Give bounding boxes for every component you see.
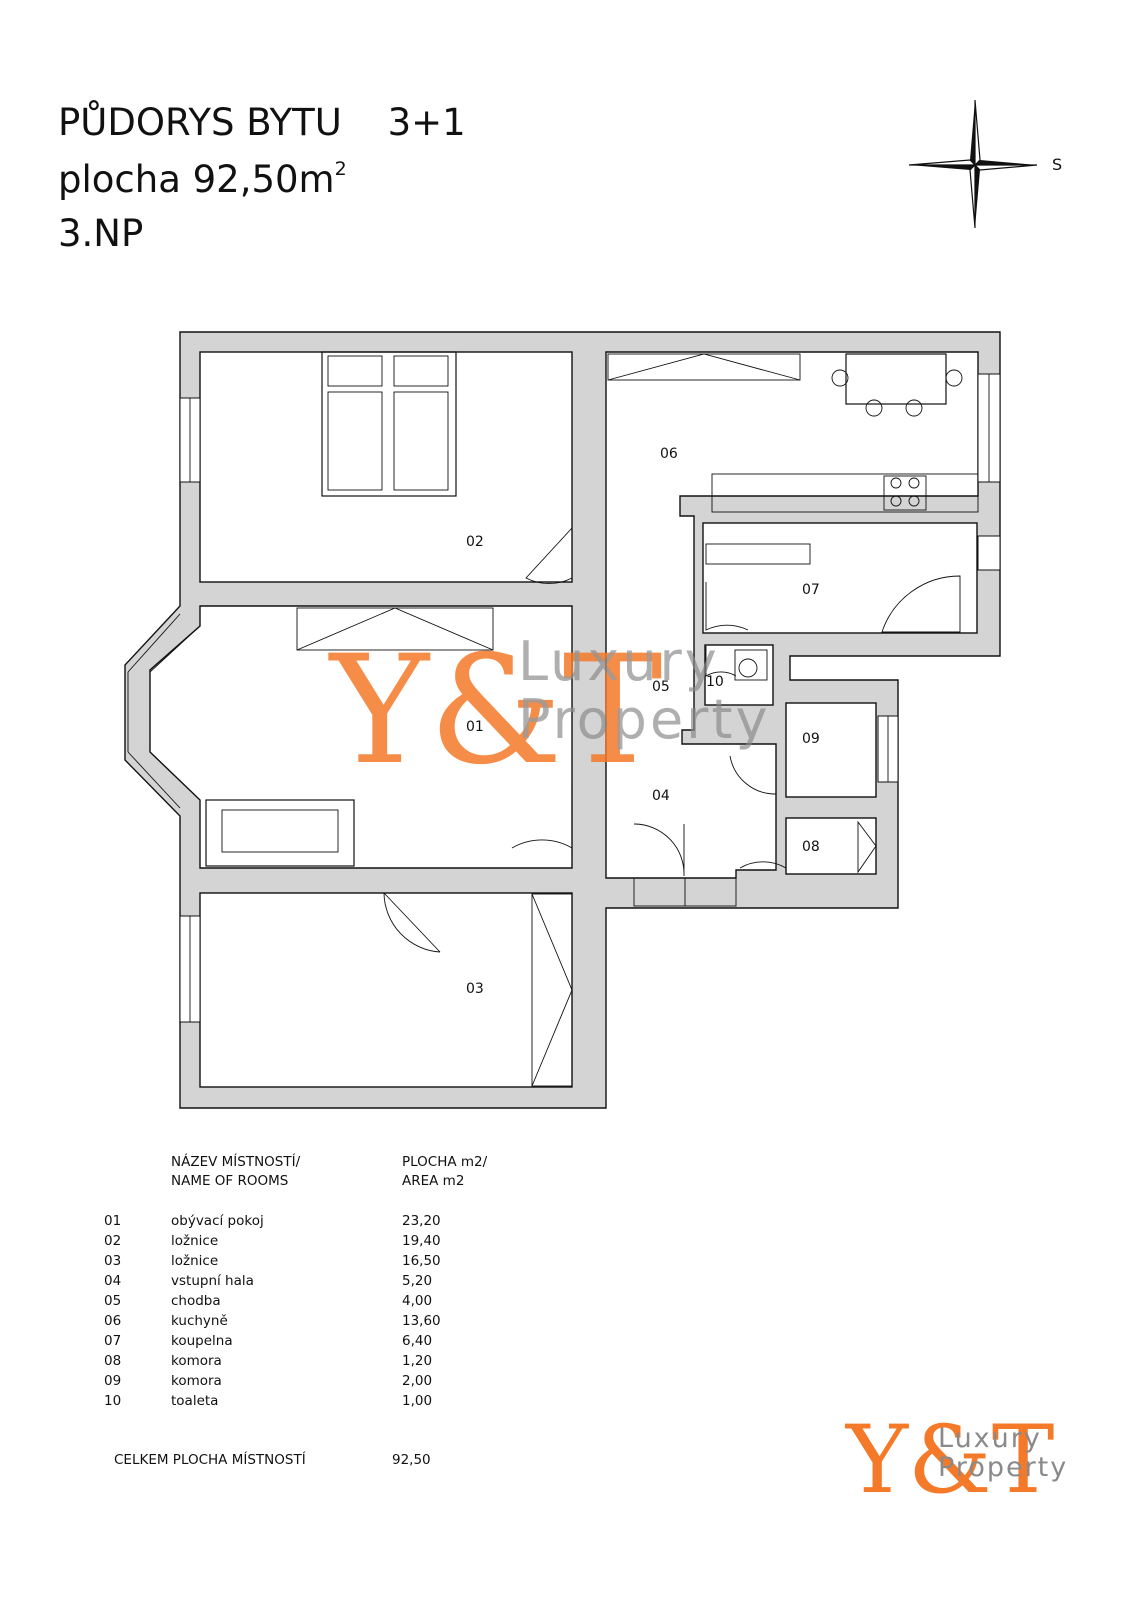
layout-type: 3+1 <box>387 101 466 144</box>
watermark-mark: Y&T <box>328 624 663 798</box>
room-label-03: 03 <box>466 981 484 997</box>
logo-line2: Property <box>938 1452 1068 1483</box>
room-label-05: 05 <box>652 679 670 695</box>
rooms-04-05-06-floor <box>605 351 979 879</box>
windows <box>127 373 1001 1023</box>
room-label-04: 04 <box>652 788 670 804</box>
plan-area-sup: 2 <box>334 158 347 180</box>
plan-title: PŮDORYS BYTU 3+1 <box>58 104 466 141</box>
walls <box>124 331 1001 1109</box>
plan-area-text: plocha 92,50m <box>58 158 335 201</box>
plan-title-text: PŮDORYS BYTU <box>58 101 342 144</box>
room-02-floor <box>199 351 573 583</box>
furniture <box>205 351 979 1087</box>
table-total-value: 92,50 <box>392 1452 431 1468</box>
room-label-07: 07 <box>802 582 820 598</box>
room-label-10: 10 <box>706 674 724 690</box>
room-label-06: 06 <box>660 446 678 462</box>
compass-south-label: S <box>1052 155 1063 174</box>
plan-area: plocha 92,50m2 <box>58 158 347 201</box>
room-08-floor <box>785 817 877 875</box>
table-col1-header-2: NAME OF ROOMS <box>171 1173 289 1189</box>
logo-line1: Luxury <box>938 1423 1042 1454</box>
room-label-01: 01 <box>466 719 484 735</box>
room-07-floor <box>702 522 978 634</box>
room-labels: 02 01 03 04 05 06 07 08 09 10 <box>466 446 820 997</box>
room-label-09: 09 <box>802 731 820 747</box>
room-label-08: 08 <box>802 839 820 855</box>
room-09-floor <box>785 702 877 798</box>
doors[interactable] <box>383 526 850 953</box>
floor-label: 3.NP <box>58 212 144 255</box>
room-10-floor <box>704 644 774 706</box>
table-col1-header-1: NÁZEV MÍSTNOSTÍ/ <box>171 1154 301 1170</box>
watermark-line2: Property <box>518 688 771 751</box>
watermark-line1: Luxury <box>518 630 720 693</box>
table-col2-header-2: AREA m2 <box>402 1173 465 1189</box>
room-label-02: 02 <box>466 534 484 550</box>
watermark: Y&T Luxury Property <box>328 624 771 798</box>
table-total-label: CELKEM PLOCHA MÍSTNOSTÍ <box>114 1452 306 1468</box>
logo-mark: Y&T <box>844 1406 1054 1515</box>
table-col2-header-1: PLOCHA m2/ <box>402 1154 488 1170</box>
room-03-floor <box>199 892 573 1088</box>
